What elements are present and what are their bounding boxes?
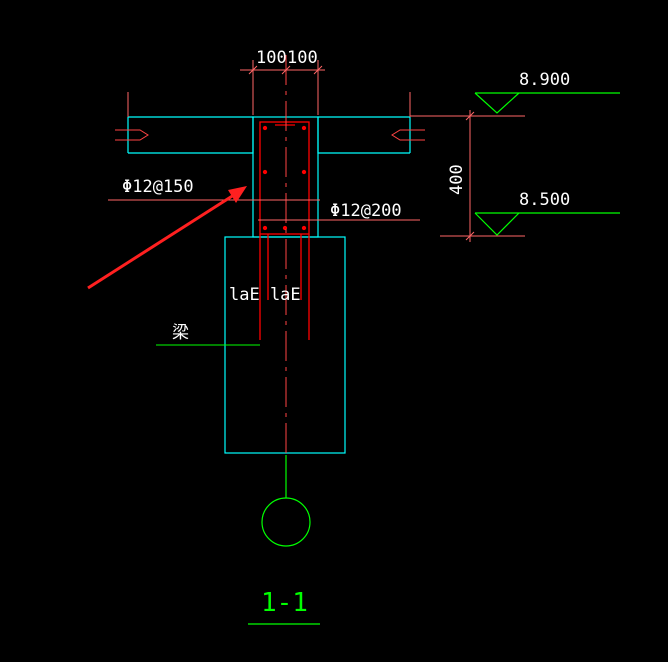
- break-marks: [115, 129, 425, 141]
- elevation-top-label: 8.900: [519, 70, 570, 90]
- anchorage-label: laE laE: [229, 285, 301, 305]
- dim-top-left: 100: [256, 48, 287, 68]
- rebar-left-label: Φ12@150: [122, 177, 194, 197]
- rebar-right-label: Φ12@200: [330, 201, 402, 221]
- dim-top-right: 100: [287, 48, 318, 68]
- beam-label: 梁: [172, 323, 189, 343]
- rebar-cage: [259, 121, 310, 340]
- top-dimension: [240, 60, 325, 115]
- red-arrow: [87, 186, 247, 290]
- slab-extension-lines: [127, 92, 411, 117]
- section-marker: [248, 455, 320, 625]
- elevation-marks: [474, 92, 620, 236]
- section-label: 1-1: [261, 588, 308, 618]
- elevation-bottom-label: 8.500: [519, 190, 570, 210]
- height-dim-label: 400: [447, 164, 467, 195]
- rebar-leaders: [108, 199, 420, 221]
- height-dimension: [410, 110, 525, 242]
